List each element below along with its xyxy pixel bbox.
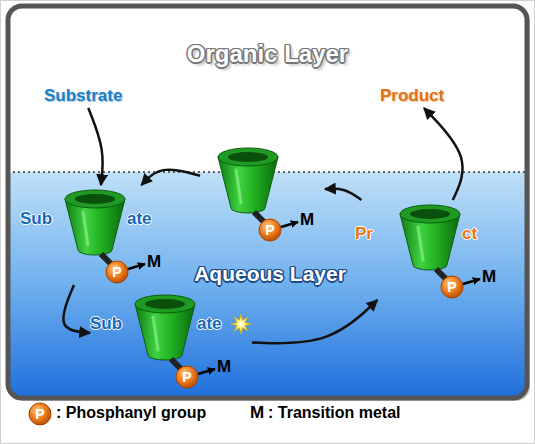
coordination-arrow: [281, 222, 298, 227]
complex-drawing: [90, 290, 262, 390]
molecule-fragment: Sub: [20, 209, 52, 229]
cyclodextrin-cone: [218, 148, 278, 213]
phosphanyl-letter: P: [176, 366, 198, 388]
cyclodextrin-cone: [135, 295, 195, 360]
metal-letter: M: [217, 357, 231, 377]
reaction-arrow: [88, 108, 102, 185]
molecule-fragment: ate: [127, 209, 152, 229]
legend-text: : Transition metal: [268, 404, 400, 422]
catalyst-complex: Pr ctPM: [355, 200, 505, 300]
aqueous-layer: [8, 172, 527, 398]
coordination-arrow: [198, 369, 215, 374]
cyclodextrin-cone: [65, 190, 125, 255]
species-name: Product: [378, 84, 447, 108]
organic-layer: [8, 6, 527, 172]
catalyst-complex: Sub atePM: [90, 290, 252, 390]
phosphanyl-circle: [441, 276, 463, 298]
reaction-arrow: [252, 300, 377, 343]
phosphanyl-letter: P: [259, 219, 281, 241]
phosphanyl-letter: P: [106, 261, 128, 283]
reaction-arrow: [325, 189, 361, 200]
phosphanyl-circle: [106, 261, 128, 283]
catalyst-complex: Sub atePM: [20, 185, 170, 285]
symbol-letter: P: [29, 403, 51, 425]
phosphanyl-circle: [176, 366, 198, 388]
reaction-arrow: [424, 108, 463, 200]
activation-spark: [231, 314, 251, 334]
legend-text: : Phosphanyl group: [56, 404, 206, 422]
reaction-arrow: [63, 285, 90, 333]
molecule-fragment: Pr: [355, 224, 373, 244]
symbol-letter: M: [250, 403, 264, 423]
text-node: Substrate: [42, 84, 125, 108]
molecule-fragment: Sub: [90, 314, 122, 334]
coordination-arrow: [128, 264, 145, 269]
coordination-arrow: [463, 279, 480, 284]
molecule-fragment: ct: [462, 224, 477, 244]
metal-letter: M: [482, 267, 496, 287]
catalyst-complex: PM: [200, 140, 325, 245]
frame: [8, 6, 527, 398]
reaction-arrow: [141, 170, 200, 185]
phosphanyl-circle: [259, 219, 281, 241]
metal-letter: M: [147, 252, 161, 272]
phosphanyl-symbol: [29, 403, 51, 425]
layer-title: Aqueous Layer: [170, 262, 370, 286]
cyclodextrin-cone: [400, 205, 460, 270]
phosphanyl-letter: P: [441, 276, 463, 298]
text-node: Product: [378, 84, 447, 108]
species-name: Substrate: [42, 84, 125, 108]
layer-title: Organic Layer: [150, 40, 385, 68]
metal-letter: M: [300, 210, 314, 230]
molecule-fragment: ate: [197, 314, 222, 334]
